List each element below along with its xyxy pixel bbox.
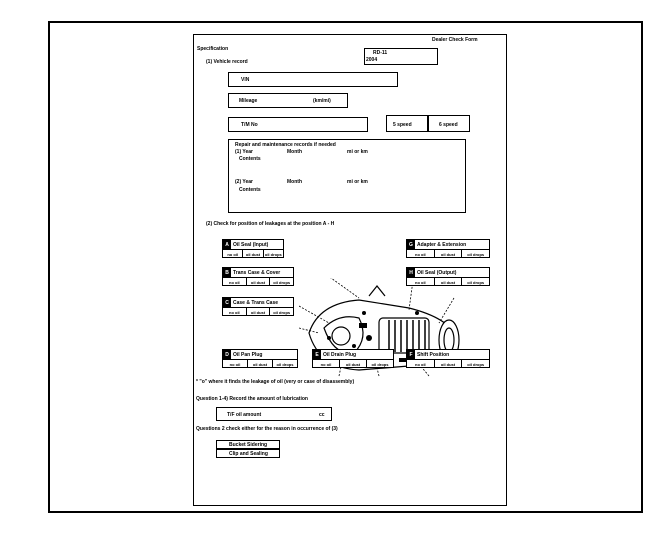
mileage-label: Mileage [239,98,258,104]
position-c-name: Case & Trans Case [233,299,279,306]
vin-label: VIN [241,77,250,83]
option-1-box: Bucket Sidering [216,440,280,449]
speed-box-6: 6 speed [428,115,470,132]
position-e-col-2: oil dust [340,360,367,368]
repair-records-box: Repair and maintenance records if needed… [228,139,466,213]
position-d-col-2: oil dust [248,360,273,368]
position-e-col-1: no oil [313,360,340,368]
form-page: Dealer Check Form Specification (1) Vehi… [193,34,507,506]
position-a-name: Oil Seal (Input) [233,241,269,248]
speed-option: 6 speed [439,122,458,128]
vin-field: VIN [228,72,398,87]
position-e-name: Oil Drain Plug [323,351,357,358]
oil-amount-label: T/F oil amount [227,412,262,418]
repair2-month: Month [287,179,302,185]
position-a-col-3: oil drops [264,251,282,257]
position-g-key: G [407,240,415,249]
oil-amount-field: T/F oil amount cc [216,407,332,421]
position-b-col-2: oil dust [247,278,271,286]
position-e-key: E [313,350,321,359]
model-year: 2004 [366,57,378,63]
mileage-field: Mileage (km/mi) [228,93,348,108]
spec-label: Specification [197,46,229,52]
position-c-col-1: no oil [223,308,247,316]
position-h-col-3: oil drops [467,279,485,285]
position-b-key: B [223,268,231,277]
position-g-col-3: oil drops [467,251,485,257]
repair2-contents: Contents [239,187,261,193]
repair1-contents: Contents [239,156,261,162]
option-2-label: Clip and Sealing [229,451,268,457]
position-f-col-2: oil dust [435,360,463,368]
footnote-1: * "o" where it finds the leakage of oil … [196,379,355,385]
check-label: (2) Check for position of leakages at th… [206,221,335,227]
position-b-col-3: oil drops [273,279,291,285]
position-g-col-1: no oil [407,250,435,258]
vehicle-record-label: (1) Vehicle record [206,59,248,65]
option-1-label: Bucket Sidering [229,442,268,448]
mileage-unit: (km/mi) [313,98,331,104]
option-2-box: Clip and Sealing [216,449,280,458]
repair1-month: Month [287,149,302,155]
form-title: Dealer Check Form [432,37,478,43]
position-h-key: H [407,268,415,277]
position-g-name: Adapter & Extension [417,241,467,248]
position-c-col-2: oil dust [247,308,271,316]
position-d-key: D [223,350,231,359]
speed-box-5: 5 speed [386,115,428,132]
tm-field: T/M No [228,117,368,132]
repair2-unit: mi or km [347,179,368,185]
position-b-col-1: no oil [223,278,247,286]
repair1-unit: mi or km [347,149,368,155]
position-a-col-1: no oil [223,250,244,258]
model-code: RD-11 [373,50,388,56]
outer-frame [48,21,643,513]
position-f-name: Shift Position [417,351,450,358]
speed-label: 5 speed [393,122,412,128]
position-g-col-2: oil dust [435,250,463,258]
position-h-col-2: oil dust [435,278,463,286]
position-d-name: Oil Pan Plug [233,351,263,358]
question-1-label: Question 1-4) Record the amount of lubri… [196,396,308,402]
position-h-col-1: no oil [407,278,435,286]
repair-title: Repair and maintenance records if needed [235,142,336,148]
position-d-col-1: no oil [223,360,248,368]
tm-label: T/M No [241,122,258,128]
position-h-name: Oil Seal (Output) [417,269,457,276]
repair2-year: (2) Year [235,179,253,185]
position-f-col-3: oil drops [467,361,485,367]
position-f-key: F [407,350,415,359]
position-c-col-3: oil drops [273,309,291,315]
position-e-col-3: oil drops [371,361,389,367]
position-a-key: A [223,240,231,249]
position-d-col-3: oil drops [276,361,294,367]
position-f-col-1: no oil [407,360,435,368]
model-box: RD-11 2004 [364,48,438,65]
transmission-illustration [299,278,460,377]
position-c-key: C [223,298,231,307]
question-2-label: Questions 2 check either for the reason … [196,426,338,432]
oil-amount-unit: cc [319,412,325,418]
repair1-year: (1) Year [235,149,253,155]
position-a-col-2: oil dust [243,250,264,258]
position-b-name: Trans Case & Cover [233,269,281,276]
